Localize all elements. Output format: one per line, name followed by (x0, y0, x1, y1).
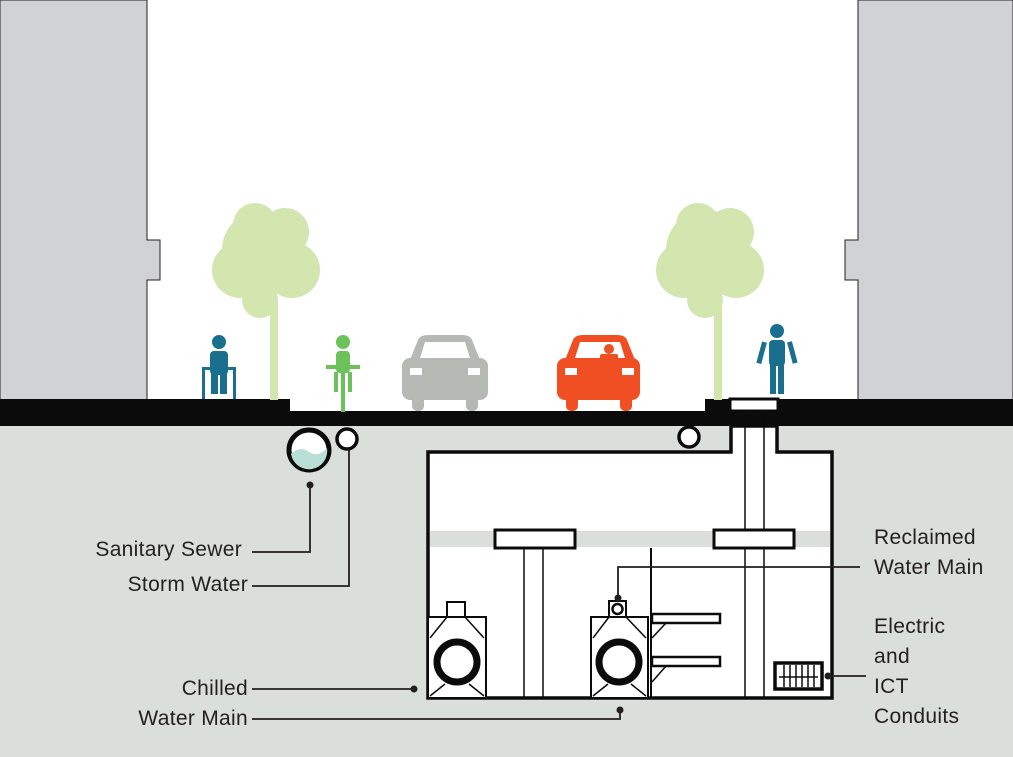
label-and: and (874, 645, 910, 668)
pedestrian-icon (756, 324, 798, 394)
utility-vault (426, 397, 834, 700)
car-red-icon (557, 335, 640, 411)
label-chilled: Chilled (181, 677, 248, 700)
label-storm-water: Storm Water (127, 573, 248, 596)
chilled-water-main-left-icon (427, 601, 487, 699)
left-building (0, 0, 161, 401)
label-reclaimed-water-main: Water Main (874, 556, 984, 579)
label-reclaimed: Reclaimed (874, 526, 976, 549)
sanitary-sewer-pipe-icon (286, 427, 332, 473)
chilled-water-main-right-icon (590, 600, 649, 699)
electric-ict-conduits-icon (773, 661, 824, 691)
car-grey-icon (402, 335, 488, 411)
storm-water-pipe-icon (335, 427, 359, 451)
label-conduits: Conduits (874, 705, 960, 728)
tree-right-icon (656, 203, 764, 400)
road-pipe-icon (677, 425, 701, 449)
cyclist-icon (326, 335, 360, 412)
tree-left-icon (212, 203, 320, 400)
leader-dots (306, 481, 832, 714)
pedestrian-walker-icon (202, 335, 236, 399)
right-building (844, 0, 1013, 401)
label-water-main: Water Main (138, 707, 248, 730)
label-sanitary-sewer: Sanitary Sewer (95, 538, 242, 561)
label-ict: ICT (874, 675, 909, 698)
label-electric: Electric (874, 615, 946, 638)
